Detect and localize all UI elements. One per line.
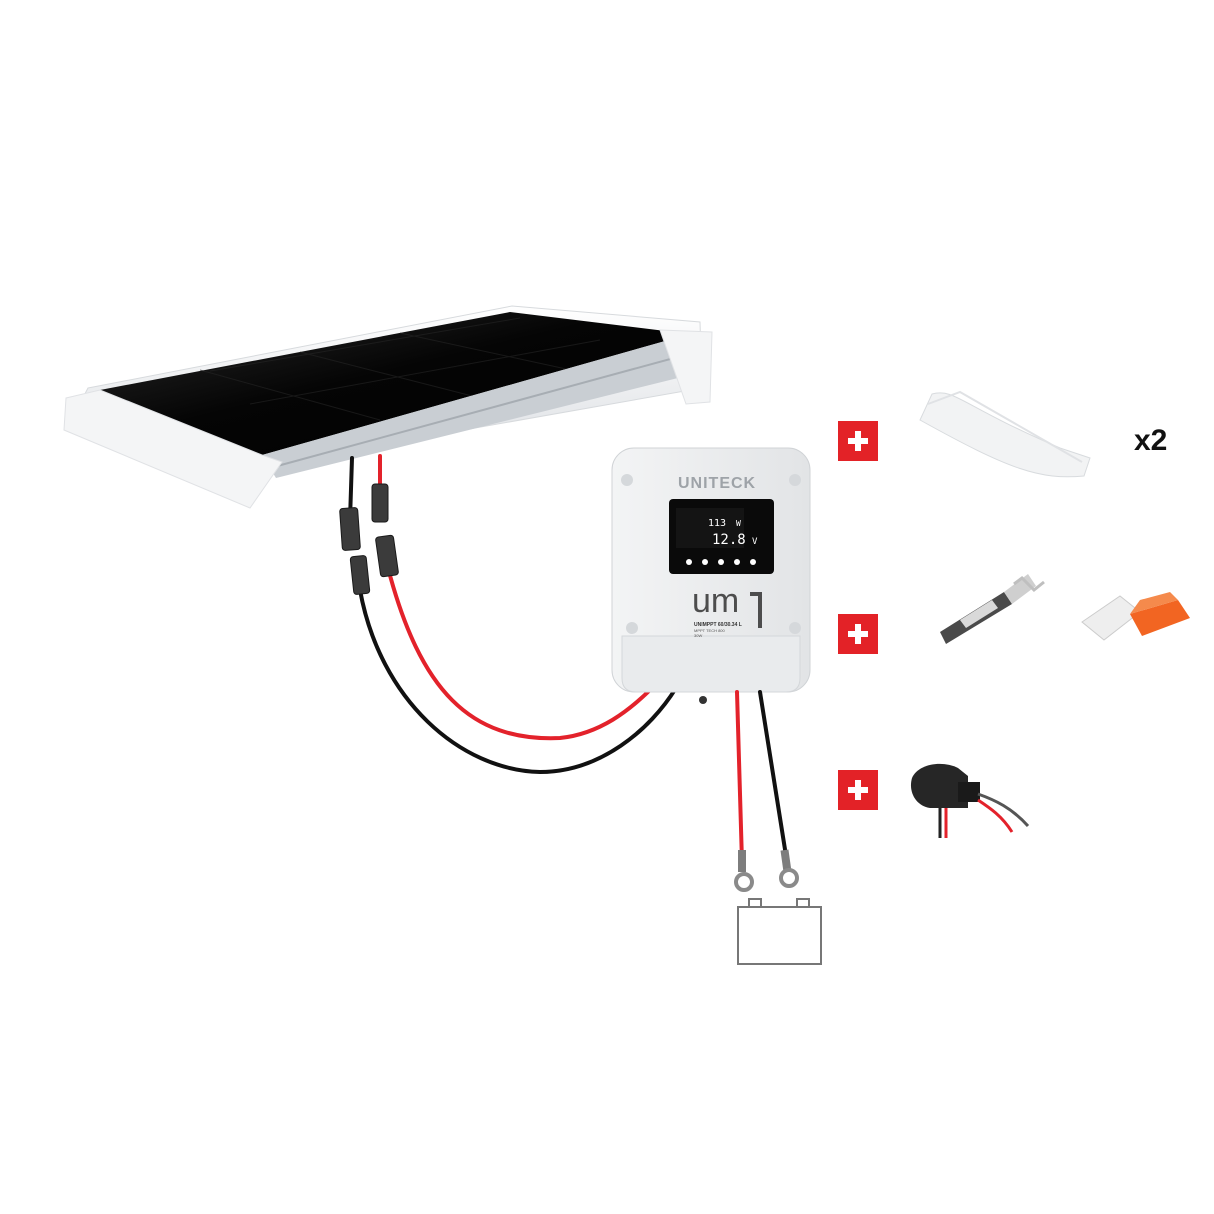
panel-cell-grid bbox=[199, 317, 601, 421]
battery-icon bbox=[737, 898, 822, 965]
battery-cables bbox=[735, 690, 789, 864]
controller-subline-2: 30W bbox=[694, 633, 702, 638]
controller-brand: UNITECK bbox=[678, 475, 756, 492]
panel-end-cap-right bbox=[659, 329, 713, 405]
controller-subline: MPPT TECH 800 bbox=[694, 628, 726, 633]
controller-button[interactable] bbox=[702, 559, 708, 565]
display-voltage-value: 12.8 bbox=[712, 532, 746, 548]
bracket-quantity: x2 bbox=[1134, 424, 1168, 457]
cable-gland-image bbox=[1081, 592, 1190, 641]
plus-icon bbox=[848, 431, 868, 451]
controller-model: UNIMPPT 60/30.34 L bbox=[694, 622, 742, 628]
plus-badge-3 bbox=[838, 770, 878, 810]
temperature-sensor-image bbox=[910, 763, 1030, 838]
controller-buttons bbox=[686, 559, 756, 565]
charge-controller: UNITECK 113 W 12.8 V um UNIMPPT 60/30.34… bbox=[611, 447, 811, 704]
display-power-unit: W bbox=[736, 519, 741, 528]
display-voltage-unit: V bbox=[752, 537, 758, 547]
controller-button[interactable] bbox=[718, 559, 724, 565]
solar-panel bbox=[63, 305, 713, 509]
panel-glass bbox=[100, 312, 690, 455]
controller-button[interactable] bbox=[686, 559, 692, 565]
panel-side-rail bbox=[262, 334, 702, 478]
sealant-tube-image bbox=[940, 574, 1045, 644]
plus-badge-2 bbox=[838, 614, 878, 654]
display-power-value: 113 bbox=[708, 518, 726, 529]
plus-badge-1 bbox=[838, 421, 878, 461]
controller-button[interactable] bbox=[734, 559, 740, 565]
mc4-connectors bbox=[339, 483, 399, 595]
panel-end-cap-left bbox=[63, 389, 283, 509]
mounting-bracket-image bbox=[919, 390, 1091, 478]
plus-icon bbox=[848, 780, 868, 800]
ring-terminals bbox=[734, 849, 799, 892]
controller-button[interactable] bbox=[750, 559, 756, 565]
plus-icon bbox=[848, 624, 868, 644]
controller-logo: um bbox=[692, 582, 739, 620]
